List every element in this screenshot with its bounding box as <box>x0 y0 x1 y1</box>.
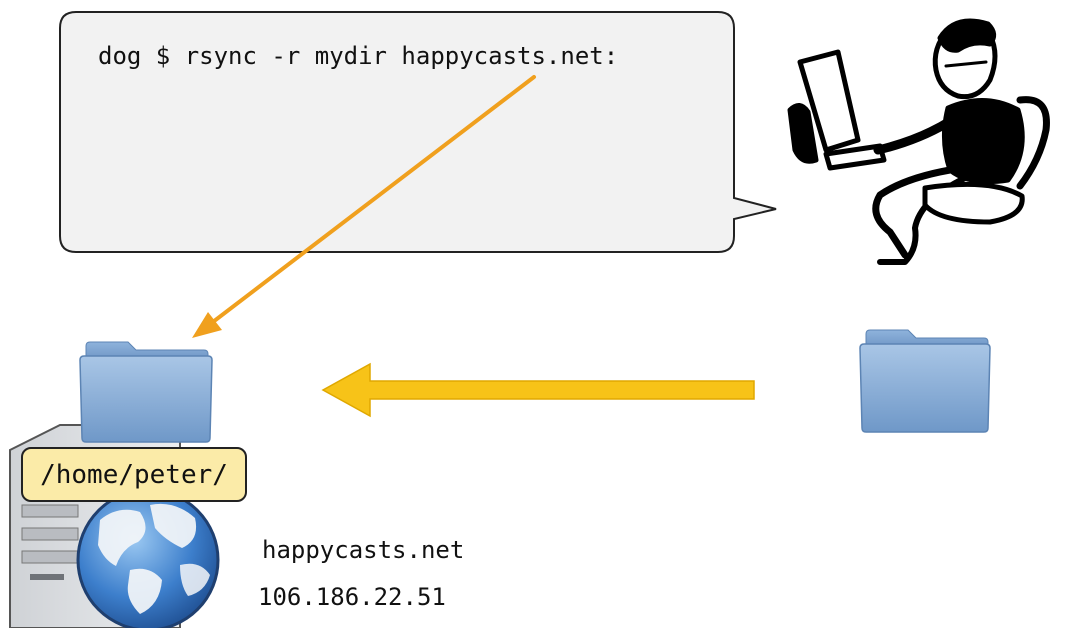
remote-path-text: /home/peter/ <box>40 459 228 490</box>
local-folder-icon <box>859 329 991 433</box>
person-at-computer-icon <box>787 18 1050 265</box>
transfer-arrow <box>321 362 755 418</box>
command-text: dog $ rsync -r mydir happycasts.net: <box>98 42 619 70</box>
remote-folder-icon <box>79 341 213 443</box>
server-ip: 106.186.22.51 <box>258 583 446 611</box>
remote-path-label: /home/peter/ <box>21 447 247 502</box>
globe-icon <box>76 488 220 628</box>
pointer-arrow <box>192 75 536 338</box>
server-hostname: happycasts.net <box>262 536 465 564</box>
speech-bubble <box>59 11 777 253</box>
